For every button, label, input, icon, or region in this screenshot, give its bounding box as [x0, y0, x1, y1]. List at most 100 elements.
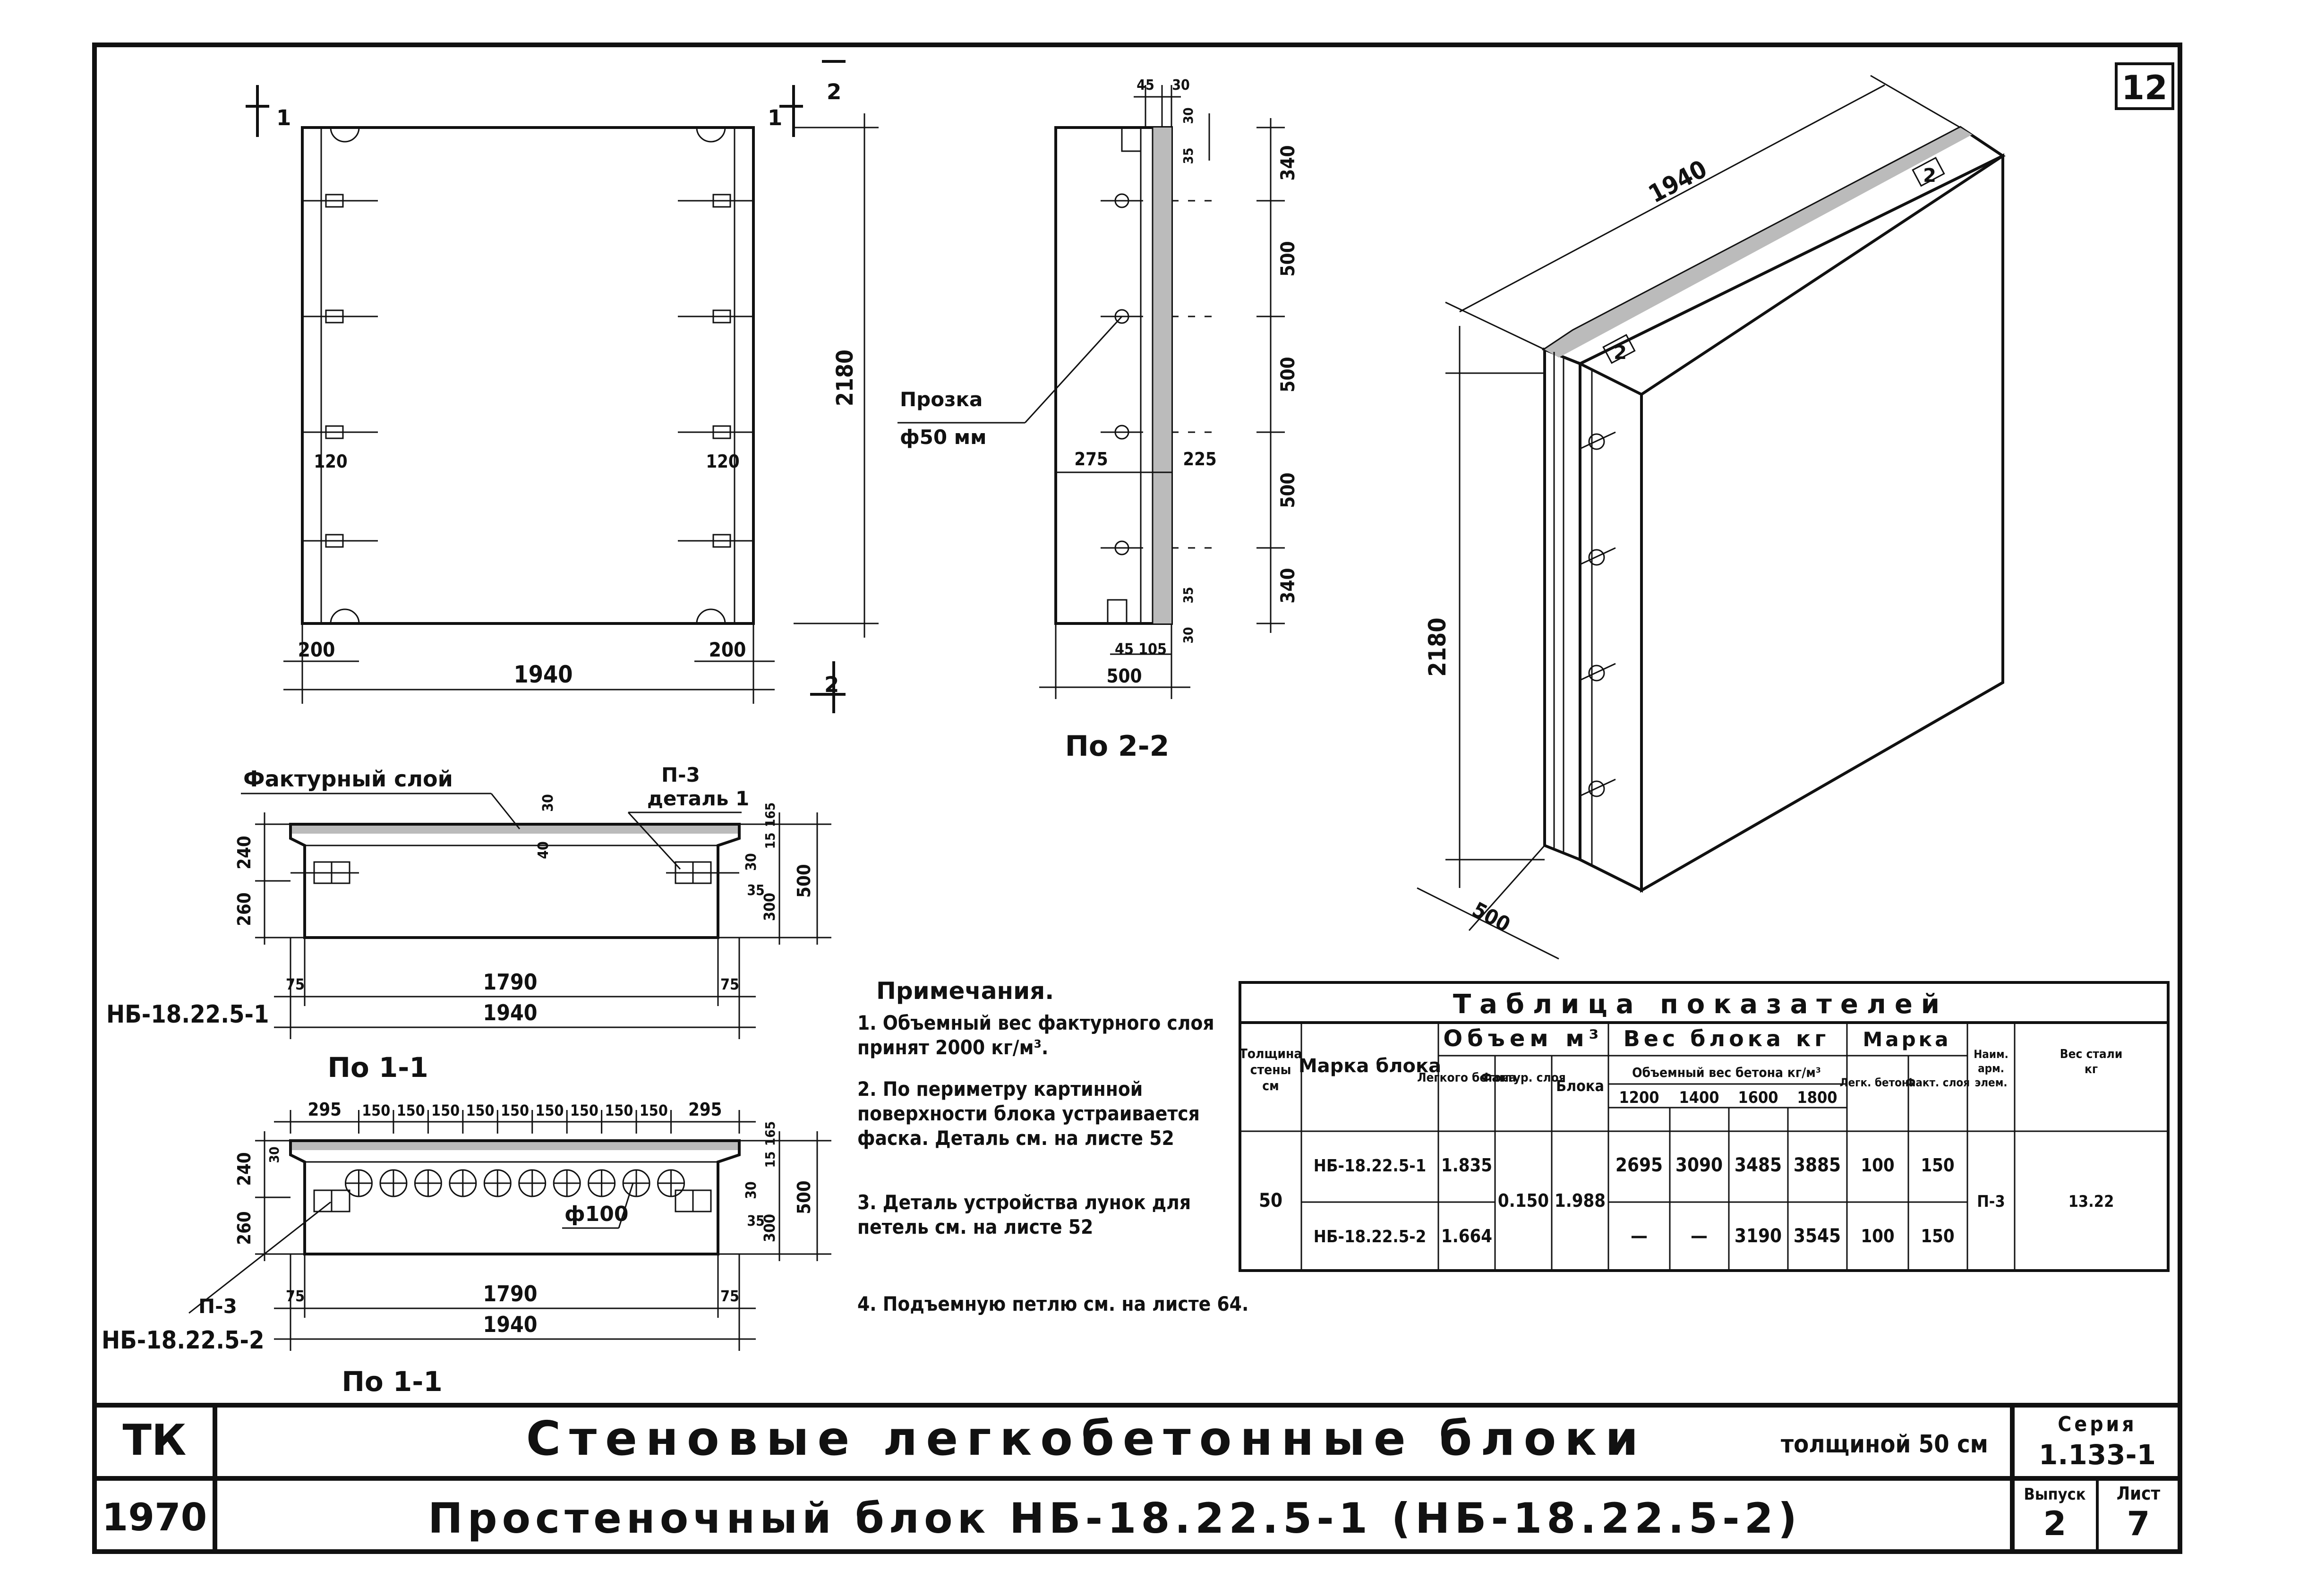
side-view-caption: По 2-2: [1065, 730, 1170, 763]
th-rebar: Наим.арм.элем.: [1974, 1048, 2008, 1089]
front-cut-mark-top: 2: [827, 79, 841, 104]
section-1-inner-dim: 1790: [483, 969, 537, 995]
section-2-inner-dim: 1790: [483, 1281, 537, 1306]
section-2-end-dim-left: 75: [286, 1287, 305, 1305]
section-2-outer-dim: 1940: [483, 1312, 537, 1337]
td-mark-1: НБ-18.22.5-1: [1314, 1156, 1427, 1176]
iso-mark-right: 2: [1923, 165, 1936, 187]
front-view-outline: [301, 126, 755, 625]
title-block: ТК 1970 Стеновые легкобетонные блоки тол…: [94, 1403, 2180, 1552]
section-1-layer-label: Фактурный слой: [243, 766, 453, 792]
front-view-left-rib: [301, 127, 322, 624]
front-inner-dim-left: 120: [314, 451, 347, 472]
th-vol-block: Блока: [1556, 1077, 1604, 1095]
section-2-hole-label: ф100: [564, 1202, 629, 1226]
td-weight-2-3: 3190: [1735, 1225, 1782, 1247]
top-dim-label: 295: [688, 1099, 722, 1120]
front-width-dim: 1940: [513, 661, 573, 688]
side-bottom-dim-2: 105: [1138, 640, 1167, 658]
td-thickness: 50: [1259, 1190, 1282, 1212]
td-vol-light-2: 1.664: [1441, 1226, 1492, 1246]
td-grade-light-2: 100: [1861, 1226, 1894, 1246]
iso-height-dim: 2180: [1424, 617, 1451, 676]
th-mark: Марка блока: [1299, 1055, 1441, 1077]
td-weight-2-2: —: [1691, 1225, 1708, 1247]
top-dim-label: 150: [570, 1101, 598, 1119]
section-2-dim-right-4: 300: [761, 1214, 778, 1242]
section-1-p3-label: П-3: [661, 763, 700, 786]
section-2-p3-label: П-3: [198, 1295, 237, 1318]
section-2-outline: [289, 1139, 741, 1255]
table-title: Таблица показателей: [1453, 989, 1948, 1020]
side-bottom-dim-5: 30: [1180, 627, 1196, 643]
side-top-dim-3: 30: [1180, 107, 1196, 124]
section-1: Фактурный слой П-3 деталь 1 40 30 240 26…: [106, 763, 831, 1084]
section-1-outer-dim: 1940: [483, 1000, 537, 1025]
sheet-label: Лист: [2117, 1483, 2161, 1504]
th-density-3: 1600: [1738, 1088, 1778, 1107]
side-dim-v-2: 500: [1277, 241, 1299, 276]
section-2-facing-layer: [291, 1141, 739, 1150]
top-dim-label: 150: [605, 1101, 633, 1119]
section-1-block-mark: НБ-18.22.5-1: [106, 1000, 269, 1029]
section-2-block-mark: НБ-18.22.5-2: [102, 1326, 265, 1355]
section-1-dim-right-3: 165: [762, 802, 778, 828]
td-weight-1-4: 3885: [1794, 1154, 1841, 1176]
section-1-dim-left-2: 260: [234, 892, 255, 926]
td-grade-facing-1: 150: [1921, 1155, 1954, 1176]
iso-length-dim: 1940: [1644, 155, 1711, 209]
subtitle: Простеночный блок НБ-18.22.5-1 (НБ-18.22…: [428, 1494, 1802, 1543]
section-1-caption: По 1-1: [327, 1051, 428, 1084]
front-inner-dim-right: 120: [706, 451, 739, 472]
section-1-dim-top-2: 30: [540, 794, 556, 812]
year: 1970: [102, 1495, 207, 1539]
front-cut-mark-right: 1: [768, 105, 782, 130]
issue-label: Выпуск: [2024, 1485, 2086, 1504]
section-2-end-dim-right: 75: [720, 1287, 739, 1305]
section-1-detail-label: деталь 1: [647, 787, 749, 810]
td-weight-2-1: —: [1631, 1225, 1648, 1247]
front-cut-mark-left: 1: [276, 105, 291, 130]
th-weight: Вес блока кг: [1624, 1026, 1830, 1051]
section-2-dim-right-6: 35: [747, 1213, 765, 1229]
td-weight-1-2: 3090: [1675, 1154, 1723, 1176]
section-2-holes: [344, 1169, 685, 1197]
section-1-facing-layer: [291, 824, 739, 834]
side-view-facing-layer: [1153, 128, 1171, 623]
side-mid-dim-1: 275: [1074, 449, 1108, 469]
front-edge-dim-right: 200: [709, 638, 746, 661]
sheet-value: 7: [2127, 1504, 2150, 1543]
th-vol-facing: Фактур. слоя: [1481, 1071, 1566, 1085]
th-density-1: 1200: [1619, 1088, 1659, 1107]
side-bottom-dim-4: 35: [1180, 587, 1196, 603]
top-dim-label: 150: [501, 1101, 529, 1119]
section-2-top-ticks: [290, 1110, 740, 1134]
notes: Примечания. 1. Объемный вес фактурного с…: [857, 977, 1248, 1315]
th-density-2: 1400: [1679, 1088, 1719, 1107]
iso-depth-dim: 500: [1468, 897, 1514, 937]
section-1-dim-left-1: 240: [234, 836, 255, 869]
th-weight-sub: Объемный вес бетона кг/м³: [1632, 1065, 1821, 1080]
series-label: Серия: [2058, 1412, 2137, 1436]
td-weight-1-1: 2695: [1615, 1154, 1663, 1176]
section-1-dim-right-6: 35: [747, 882, 765, 899]
iso-mark-left: 2: [1614, 342, 1627, 364]
section-2-dim-right-3: 165: [762, 1121, 778, 1146]
section-2-dim-right-2: 15: [762, 1151, 778, 1168]
series-value: 1.133-1: [2039, 1439, 2156, 1471]
note-4: 4. Подъемную петлю см. на листе 64.: [857, 1292, 1248, 1315]
top-dim-label: 150: [431, 1101, 460, 1119]
th-volume: Объем м³: [1443, 1025, 1603, 1052]
page-number: 12: [2121, 68, 2167, 107]
section-1-dim-right-4: 300: [761, 893, 778, 921]
side-top-dim-4: 35: [1180, 147, 1196, 164]
th-grade-facing: Факт. слоя: [1906, 1076, 1970, 1089]
page-number-box: [2115, 62, 2174, 110]
side-bottom-dim-1: 45: [1115, 640, 1134, 658]
